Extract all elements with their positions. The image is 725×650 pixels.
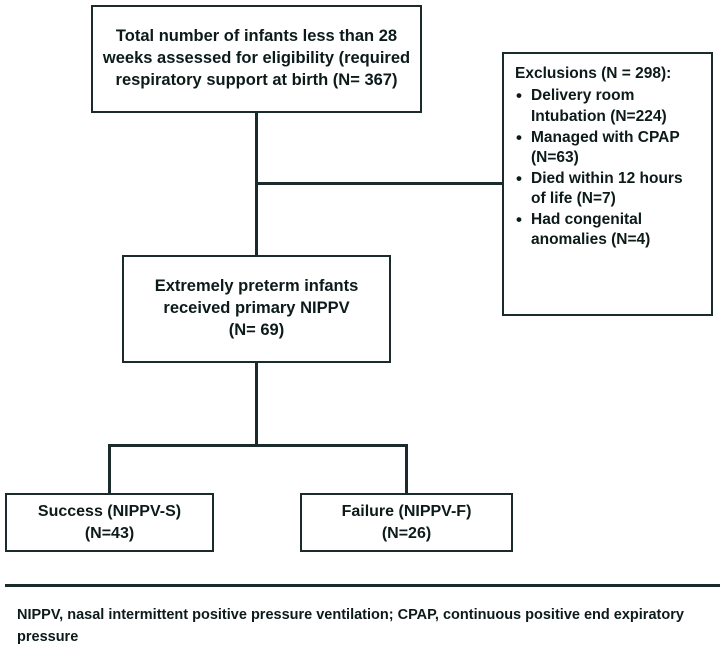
exclusion-item-congenital-anomalies: Had congenital anomalies (N=4) (515, 209, 705, 250)
connector-to-success (108, 444, 111, 495)
node-success-line-1: Success (NIPPV-S) (37, 503, 182, 521)
node-nippv-line-1: Extremely preterm infants (154, 277, 359, 296)
node-screened-line-3: respiratory support at birth (N= 367) (115, 70, 398, 89)
node-failure-line-1: Failure (NIPPV-F) (341, 503, 472, 521)
exclusion-item-4-line-2: anomalies (N=4) (531, 231, 651, 249)
exclusions-list: Delivery room Intubation (N=224) Managed… (515, 85, 705, 251)
node-outcome-success: Success (NIPPV-S) (N=43) (5, 493, 214, 552)
exclusion-item-1-line-2: Intubation (N=224) (531, 107, 667, 125)
node-screened-line-2: weeks assessed for eligibility (required (102, 49, 411, 68)
node-outcome-failure: Failure (NIPPV-F) (N=26) (300, 493, 513, 552)
node-primary-nippv: Extremely preterm infants received prima… (122, 255, 391, 363)
exclusion-item-4-line-1: Had congenital (531, 211, 643, 229)
exclusions-title: Exclusions (N = 298): (515, 65, 672, 82)
node-nippv-line-2: received primary NIPPV (163, 299, 350, 318)
figure-footnote: NIPPV, nasal intermittent positive press… (17, 604, 707, 649)
node-screened-line-1: Total number of infants less than 28 (115, 27, 398, 46)
exclusion-item-died-within-12-hours: Died within 12 hours of life (N=7) (515, 168, 705, 209)
connector-nippv-to-split (255, 362, 258, 446)
exclusion-item-2-line-1: Managed with CPAP (531, 128, 680, 146)
exclusion-item-1-line-1: Delivery room (531, 87, 635, 105)
exclusion-item-3-line-1: Died within 12 hours (531, 170, 683, 188)
footnote-line-1: NIPPV, nasal intermittent positive press… (17, 607, 610, 623)
node-exclusions: Exclusions (N = 298): Delivery room Intu… (502, 52, 713, 316)
connector-outcome-split (108, 444, 407, 447)
footer-divider (5, 584, 720, 587)
connector-to-failure (405, 444, 408, 495)
connector-to-exclusions (255, 182, 503, 185)
node-success-line-2: (N=43) (84, 524, 135, 542)
exclusion-item-3-line-2: of life (N=7) (531, 190, 616, 208)
exclusion-item-2-line-2: (N=63) (531, 148, 579, 166)
node-screened-population: Total number of infants less than 28 wee… (91, 5, 422, 113)
node-failure-line-2: (N=26) (381, 524, 432, 542)
node-nippv-line-3: (N= 69) (228, 320, 285, 339)
exclusion-item-delivery-room-intubation: Delivery room Intubation (N=224) (515, 85, 705, 126)
connector-screened-to-nippv (255, 112, 258, 257)
exclusion-item-managed-with-cpap: Managed with CPAP (N=63) (515, 127, 705, 168)
footnote-line-2: expiratory pressure (17, 607, 684, 646)
